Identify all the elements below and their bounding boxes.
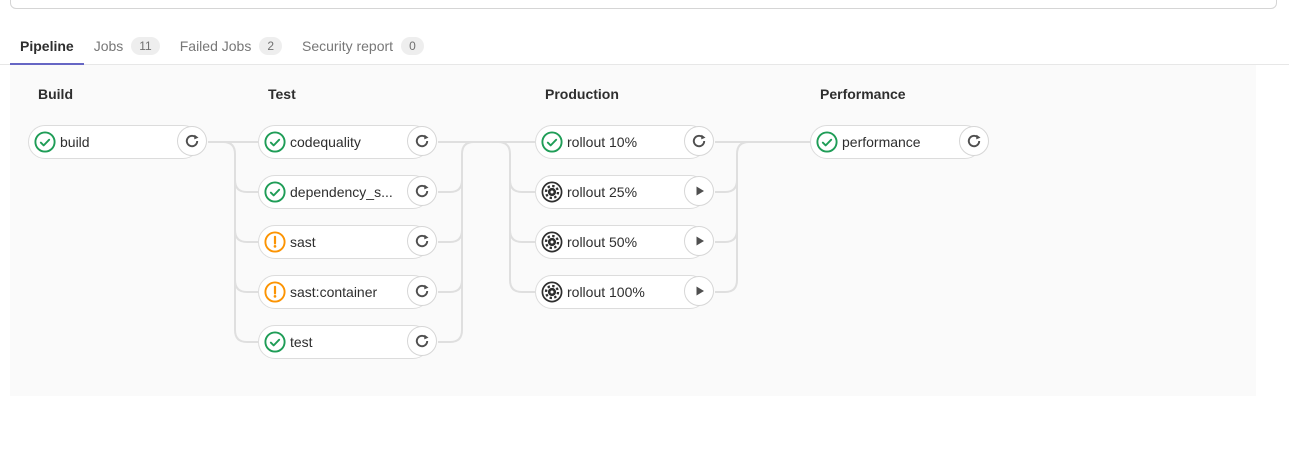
job-sast-container[interactable]: sast:container xyxy=(258,275,437,309)
status-success-icon xyxy=(34,131,56,153)
pipeline-connectors xyxy=(208,141,810,343)
retry-button[interactable] xyxy=(177,126,207,156)
panel-bottom-edge xyxy=(10,0,1277,9)
job-rollout-100[interactable]: rollout 100% xyxy=(535,275,714,309)
retry-icon xyxy=(414,133,430,149)
job-label: rollout 50% xyxy=(567,234,638,250)
retry-button[interactable] xyxy=(959,126,989,156)
job-rollout-25[interactable]: rollout 25% xyxy=(535,175,714,209)
job-label: performance xyxy=(842,134,921,150)
retry-button[interactable] xyxy=(407,176,437,206)
tab-pipeline[interactable]: Pipeline xyxy=(10,28,84,65)
job-label: sast xyxy=(290,234,316,250)
play-button[interactable] xyxy=(684,276,714,306)
job-label: codequality xyxy=(290,134,361,150)
job-dependency-s[interactable]: dependency_s... xyxy=(258,175,437,209)
retry-icon xyxy=(691,133,707,149)
job-performance[interactable]: performance xyxy=(810,125,989,159)
play-icon xyxy=(691,233,707,249)
tab-security-report[interactable]: Security report 0 xyxy=(292,28,434,64)
job-label: rollout 25% xyxy=(567,184,638,200)
status-success-icon xyxy=(264,181,286,203)
job-sast[interactable]: sast xyxy=(258,225,437,259)
job-label: dependency_s... xyxy=(290,184,393,200)
play-button[interactable] xyxy=(684,226,714,256)
job-test[interactable]: test xyxy=(258,325,437,359)
play-icon xyxy=(691,183,707,199)
job-codequality[interactable]: codequality xyxy=(258,125,437,159)
retry-button[interactable] xyxy=(684,126,714,156)
status-success-icon xyxy=(264,131,286,153)
tab-label: Jobs xyxy=(93,38,124,54)
tab-count-badge: 0 xyxy=(401,37,424,55)
play-button[interactable] xyxy=(684,176,714,206)
status-success-icon xyxy=(816,131,838,153)
job-label: rollout 100% xyxy=(567,284,645,300)
tab-jobs[interactable]: Jobs 11 xyxy=(84,28,170,64)
tab-count-badge: 2 xyxy=(259,37,283,55)
pipeline-tabs: Pipeline Jobs 11 Failed Jobs 2 Security repor… xyxy=(0,28,1289,65)
retry-icon xyxy=(414,233,430,249)
status-manual-icon xyxy=(541,181,563,203)
stage-title-performance: Performance xyxy=(820,86,906,102)
retry-button[interactable] xyxy=(407,126,437,156)
retry-button[interactable] xyxy=(407,226,437,256)
retry-icon xyxy=(414,283,430,299)
retry-icon xyxy=(966,133,982,149)
job-label: sast:container xyxy=(290,284,378,300)
retry-button[interactable] xyxy=(407,276,437,306)
tab-failed-jobs[interactable]: Failed Jobs 2 xyxy=(170,28,292,64)
status-manual-icon xyxy=(541,281,563,303)
status-success-icon xyxy=(541,131,563,153)
tab-label: Pipeline xyxy=(20,38,74,54)
tab-label: Security report xyxy=(302,38,394,54)
retry-button[interactable] xyxy=(407,326,437,356)
status-warning-icon xyxy=(264,281,286,303)
tab-count-badge: 11 xyxy=(131,37,160,55)
status-warning-icon xyxy=(264,231,286,253)
pipeline-graph: Build build Test codequality dependency_… xyxy=(10,65,1256,396)
job-rollout-10[interactable]: rollout 10% xyxy=(535,125,714,159)
status-success-icon xyxy=(264,331,286,353)
stage-title-production: Production xyxy=(545,86,619,102)
job-label: test xyxy=(290,334,313,350)
tab-label: Failed Jobs xyxy=(179,38,252,54)
stage-title-test: Test xyxy=(268,86,296,102)
play-icon xyxy=(691,283,707,299)
retry-icon xyxy=(184,133,200,149)
job-label: build xyxy=(60,134,90,150)
job-rollout-50[interactable]: rollout 50% xyxy=(535,225,714,259)
job-build[interactable]: build xyxy=(28,125,207,159)
retry-icon xyxy=(414,333,430,349)
stage-title-build: Build xyxy=(38,86,73,102)
status-manual-icon xyxy=(541,231,563,253)
retry-icon xyxy=(414,183,430,199)
job-label: rollout 10% xyxy=(567,134,638,150)
